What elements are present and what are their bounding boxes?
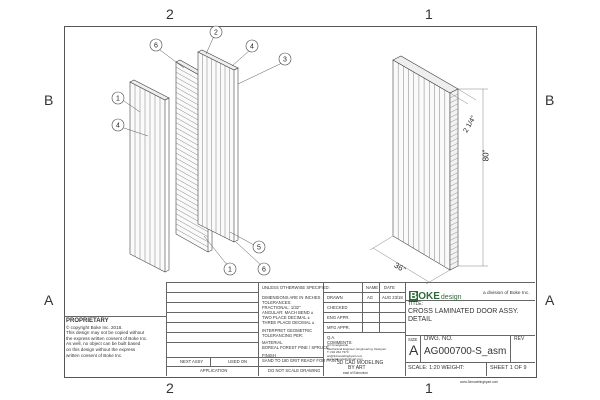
balloon-9 — [257, 262, 271, 276]
unless-specified-note: UNLESS OTHERWISE SPECIFIED: — [262, 285, 330, 290]
three-place-tolerance: THREE PLACE DECIMAL ± — [262, 320, 315, 325]
balloon-label: 6 — [262, 267, 266, 274]
tolerances-label: TOLERANCES: — [262, 300, 292, 305]
balloon-8 — [223, 262, 237, 276]
proprietary-line-4: As well, no object can be built based — [66, 341, 141, 347]
balloon-2 — [209, 25, 223, 39]
scale-weight: SCALE: 1:20 WEIGHT: — [408, 365, 465, 371]
checked-label: CHECKED — [327, 305, 348, 310]
balloon-label: 6 — [154, 43, 158, 50]
firm-line-4: art@3dmodelingbyart.com — [327, 353, 363, 358]
finish-value: SAND TO 180 GRIT READY FOR PAINT — [262, 358, 339, 363]
proprietary-line-3: the express written consent of Boke Inc. — [66, 335, 148, 341]
firm-line-5: www.3dmodelingbyart.com — [327, 357, 363, 361]
size-label: SIZE — [408, 337, 418, 342]
drawn-date: AUG 23/18 — [382, 295, 403, 300]
dwg-no-label: DWG. NO. — [424, 336, 453, 342]
drawing-number: AG000700-S_asm — [424, 346, 507, 357]
tolerancing-per: TOLERANCING PER: — [262, 333, 304, 338]
height-dimension: 80" — [481, 149, 491, 162]
proprietary-line-5: on this design without the express — [66, 346, 136, 352]
firm-line-3: T: 204 262 7373 — [327, 350, 349, 354]
modeling-line-2: BY ART — [348, 365, 366, 371]
logo-design: design — [440, 294, 462, 301]
do-not-scale-note: DO NOT SCALE DRAWING — [268, 368, 321, 373]
interpret-geometric: INTERPRET GEOMETRIC — [262, 328, 313, 333]
zone-left-b: B — [44, 92, 54, 108]
division-note: a division of Boke Inc. — [483, 291, 530, 296]
qa-label: Q.A. — [327, 335, 336, 340]
proprietary-line-1: © copyright Boke Inc. 2018. — [66, 324, 123, 330]
zone-bottom-right: 1 — [425, 380, 433, 396]
drawing-title: CROSS LAMINATED DOOR ASSY. — [408, 308, 519, 315]
modeling-line-3: east of Edmonton — [343, 371, 368, 375]
fractional-tolerance: FRACTIONAL: 1/32" — [262, 305, 301, 310]
material-label: MATERIAL — [262, 340, 283, 345]
proprietary-line-2: This design may not be copied without — [66, 330, 145, 336]
sheet-number: SHEET 1 OF 9 — [490, 365, 527, 371]
dims-note: DIMENSIONS ARE IN INCHES — [262, 295, 321, 300]
material-value: BOREAL FOREST PINE / SPRUCE — [262, 345, 329, 350]
next-assy-label: NEXT ASSY — [180, 359, 204, 364]
balloon-5 — [111, 91, 125, 105]
logo-mark: B — [409, 291, 419, 302]
balloon-label: 1 — [228, 267, 232, 274]
logo-oke: OKE — [418, 291, 440, 302]
finish-label: FINISH — [262, 353, 276, 358]
drawn-name: AG — [367, 295, 374, 300]
footer-url: www.3dmodelingbyart.com — [460, 380, 499, 384]
sheet-size: A — [409, 342, 419, 358]
name-header: NAME — [366, 285, 379, 290]
used-on-label: USED ON — [228, 359, 248, 364]
firm-line-2: Mechanical Engineer, Engineering, Design… — [327, 346, 387, 351]
two-place-tolerance: TWO PLACE DECIMAL ± — [262, 315, 310, 320]
zone-right-a: A — [545, 292, 555, 308]
balloon-1 — [149, 38, 163, 52]
balloon-label: 4 — [250, 44, 254, 51]
zone-right-b: B — [545, 92, 555, 108]
application-label: APPLICATION — [200, 368, 228, 373]
title-label: TITLE: — [408, 301, 424, 307]
zone-left-a: A — [44, 292, 54, 308]
balloon-label: 3 — [283, 57, 287, 64]
proprietary-heading: PROPRIETARY — [66, 318, 109, 324]
balloon-label: 2 — [214, 30, 218, 37]
balloon-label: 1 — [116, 96, 120, 103]
date-header: DATE — [384, 285, 395, 290]
drawing-frame — [64, 26, 537, 378]
balloon-3 — [245, 39, 259, 53]
front-panel — [129, 81, 166, 273]
assembled-door — [392, 59, 451, 271]
balloon-label: 4 — [116, 123, 120, 130]
comments-label: COMMENTS: — [327, 340, 353, 345]
mfg-appr-label: MFG APPR. — [327, 325, 350, 330]
drawn-label: DRAWN — [327, 295, 343, 300]
zone-top-right: 1 — [425, 6, 433, 22]
firm-line-1: Art Gmelgowski — [327, 343, 349, 347]
balloon-6 — [111, 118, 125, 132]
balloon-4 — [278, 52, 292, 66]
proprietary-block: PROPRIETARY © copyright Boke Inc. 2018. … — [66, 318, 164, 358]
modeling-line-1: 3D CAD MODELING — [337, 360, 384, 366]
angular-tolerance: ANGULAR: MACH BEND ± — [262, 310, 314, 315]
zone-bottom-left: 2 — [166, 380, 174, 396]
boke-logo: BOKEdesign — [409, 286, 462, 304]
rev-label: REV — [514, 336, 525, 342]
balloon-label: 5 — [257, 245, 261, 252]
eng-appr-label: ENG APPR. — [327, 315, 350, 320]
balloon-7 — [252, 240, 266, 254]
proprietary-line-6: written consent of Boke Inc. — [66, 352, 123, 358]
drawing-title-2: DETAIL — [408, 316, 432, 323]
zone-top-left: 2 — [166, 6, 174, 22]
